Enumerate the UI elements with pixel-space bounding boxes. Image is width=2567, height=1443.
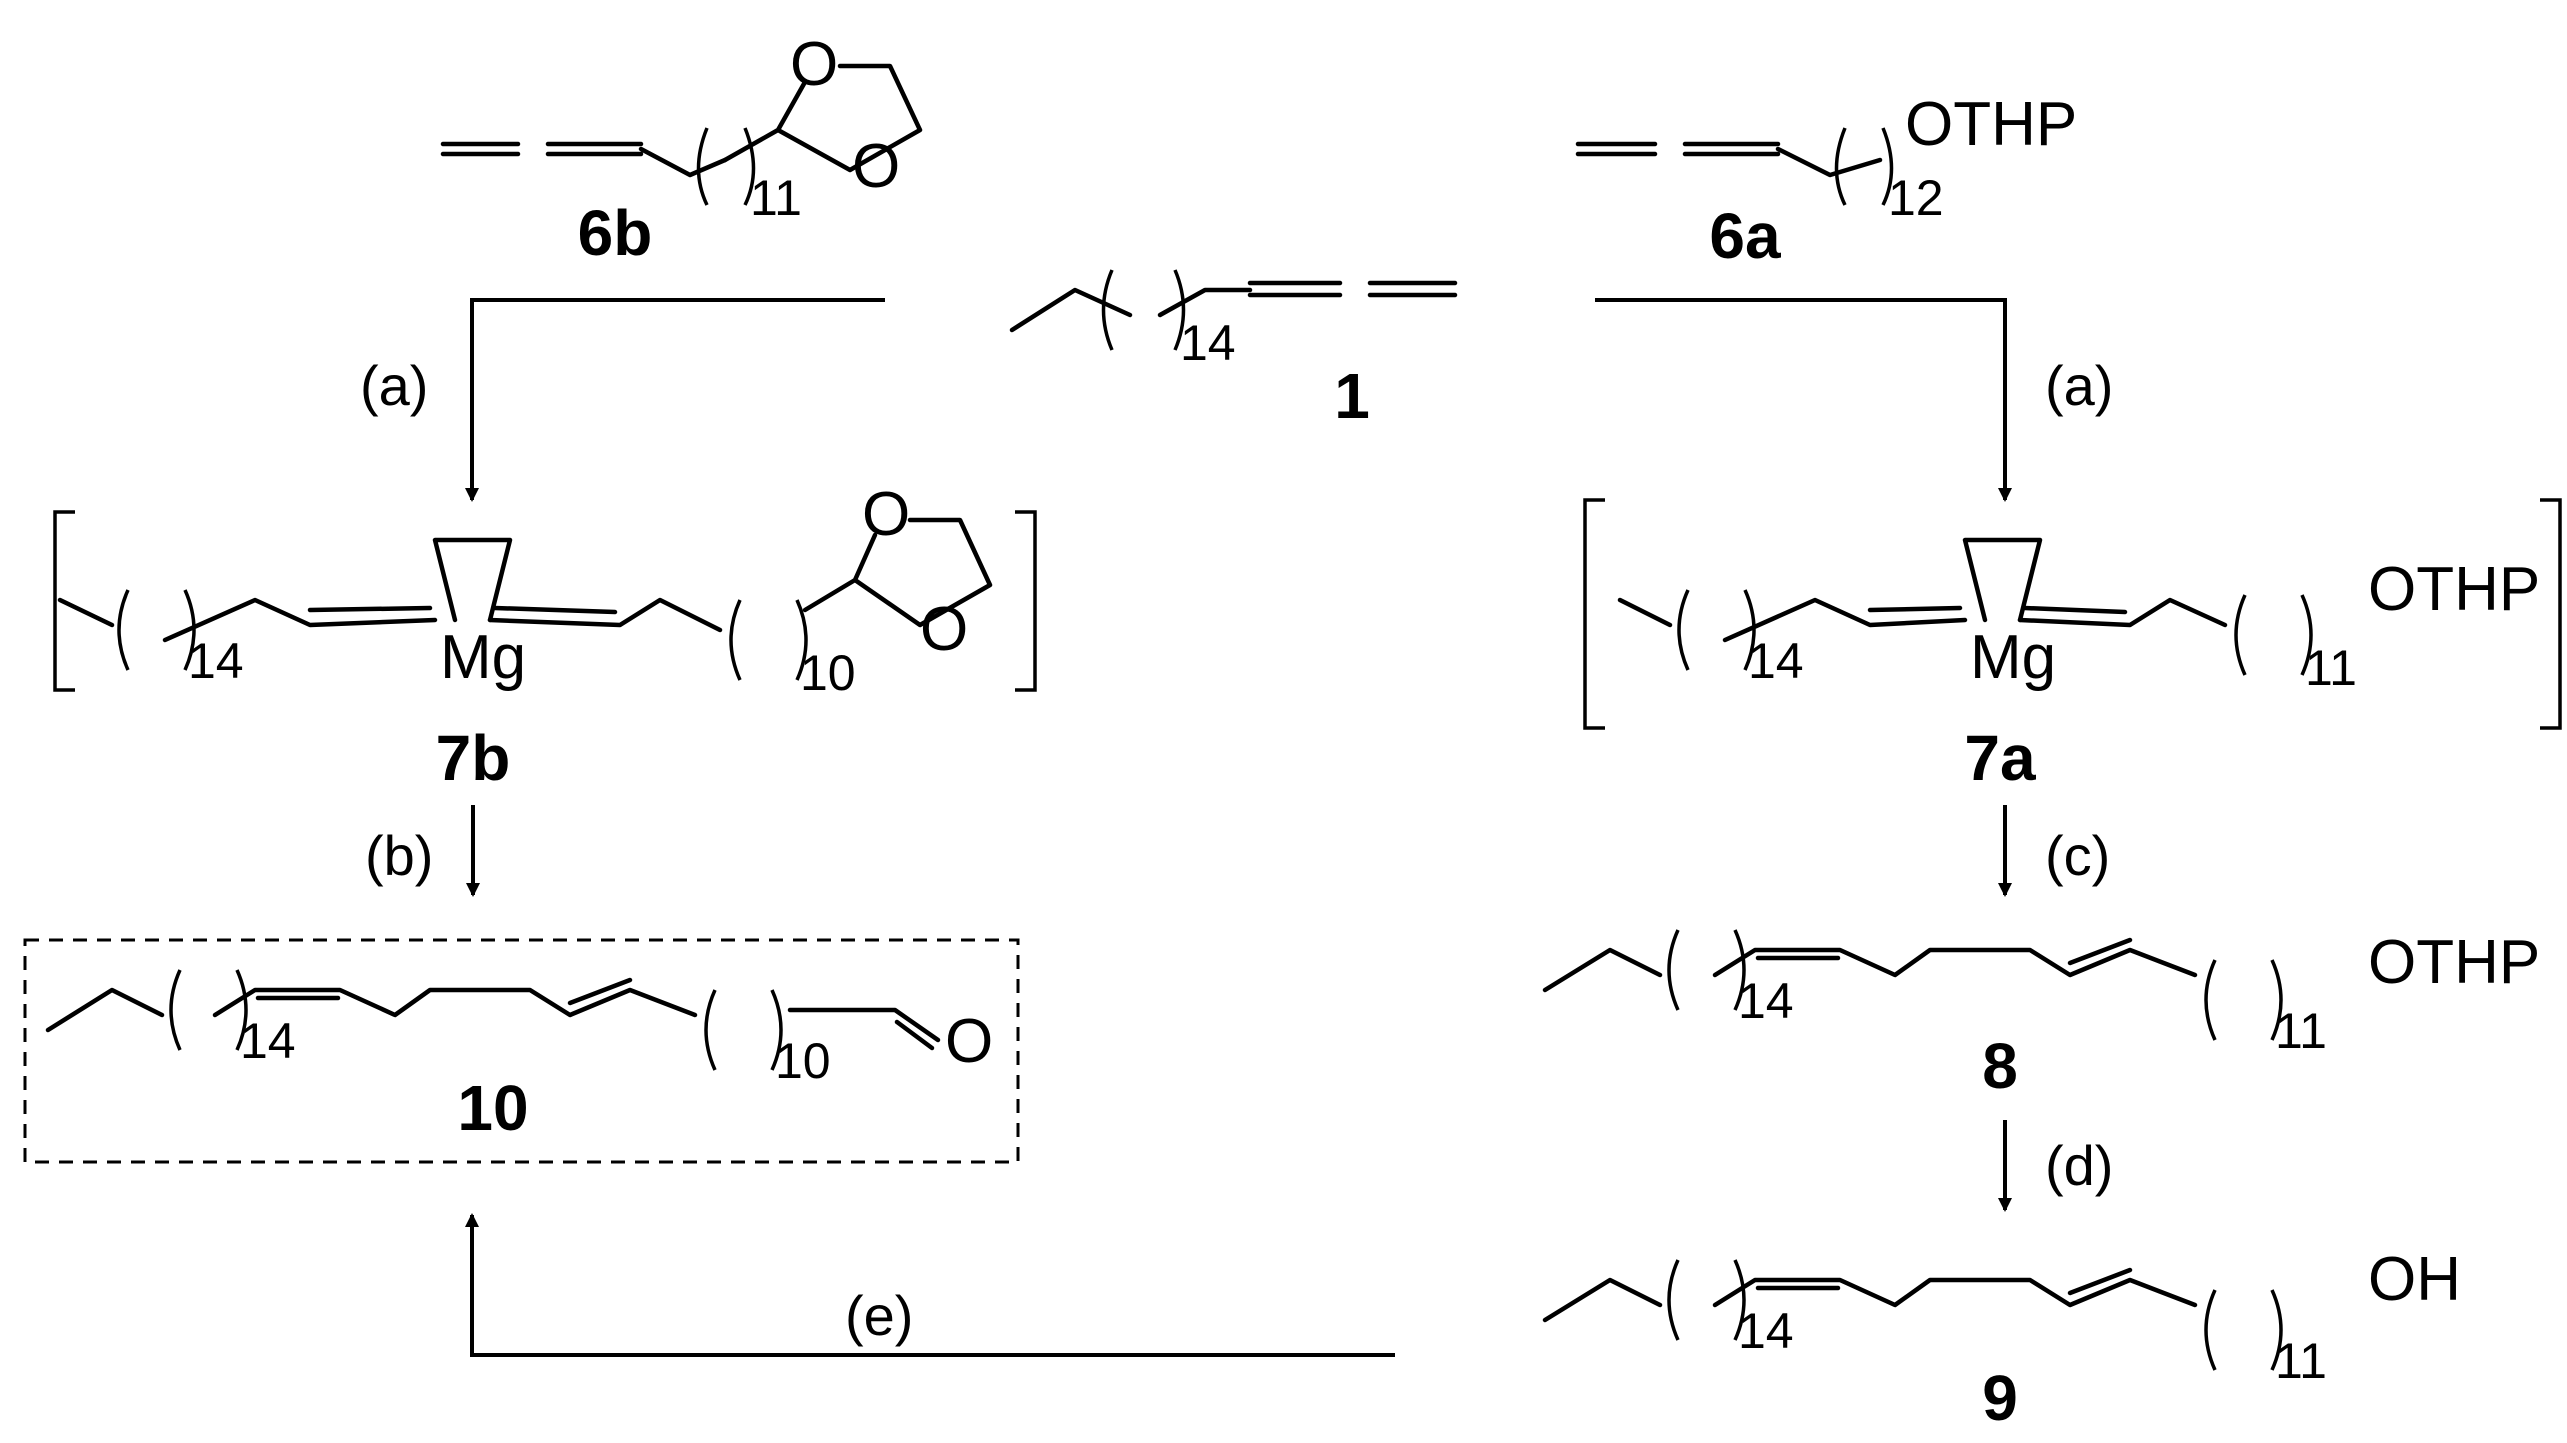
repeat-count-left-7b: 14: [188, 633, 244, 689]
repeat-parentheses-left-10: [169, 969, 248, 1051]
allene-bond-6a: [1575, 141, 1883, 178]
repeat-count-right-10: 10: [775, 1033, 831, 1089]
repeat-count-6a: 12: [1888, 170, 1944, 226]
magnesium-7a: Mg: [1970, 623, 2056, 692]
oxygen-top-6b: O: [790, 30, 838, 99]
reaction-arrow-a-right: (a): [1595, 298, 2113, 502]
allene-bond-6b: [440, 141, 728, 178]
repeat-count-right-7a: 11: [2305, 640, 2357, 696]
repeat-count-right-9: 11: [2275, 1333, 2327, 1389]
bracket-right-7b: [1015, 510, 1037, 692]
condition-b: (b): [365, 824, 433, 887]
repeat-parentheses-6a: [1834, 127, 1894, 206]
repeat-count-6b: 11: [750, 170, 802, 226]
hydroxyl-group-9: OH: [2368, 1245, 2461, 1314]
chain-left-7b: [57, 597, 438, 643]
chain-bond-1: [1009, 280, 1458, 333]
chain-left-7a: [1617, 597, 1968, 643]
repeat-parentheses-right-10: [704, 989, 783, 1071]
compound-6a: 12 OTHP 6a: [1575, 90, 2077, 272]
repeat-count-1: 14: [1180, 315, 1236, 371]
compound-label-10: 10: [457, 1072, 528, 1144]
metallacycle-7b: [432, 537, 513, 623]
dioxolane-ring-6b: [722, 63, 923, 173]
bracket-left-7a: [1583, 498, 1605, 730]
condition-e: (e): [845, 1284, 913, 1347]
metallacycle-7a: [1962, 537, 2043, 623]
repeat-parentheses-left-9: [1667, 1259, 1746, 1341]
chain-bond-9: [1542, 1267, 2198, 1323]
reaction-arrow-a-left: (a): [360, 298, 885, 502]
repeat-count-right-7b: 10: [800, 645, 856, 701]
chain-bond-10: [45, 977, 698, 1033]
chain-right-7b: [487, 597, 723, 633]
repeat-parentheses-right-7a: [2234, 594, 2313, 676]
compound-label-8: 8: [1982, 1030, 2018, 1102]
reaction-arrow-d: (d): [1998, 1120, 2113, 1212]
repeat-parentheses-left-8: [1667, 929, 1746, 1011]
compound-7b: 14 Mg 10 O O 7b: [53, 480, 1037, 794]
repeat-parentheses-right-7b: [729, 599, 808, 681]
oxygen-top-7b: O: [862, 480, 910, 549]
compound-1: 14 1: [1009, 269, 1458, 432]
othp-group-6a: OTHP: [1905, 90, 2077, 159]
othp-group-7a: OTHP: [2368, 555, 2540, 624]
aldehyde-bond-10: [787, 1007, 941, 1051]
reaction-arrow-e: (e): [465, 1213, 1395, 1357]
compound-10: 14 10 O 10: [23, 938, 1020, 1164]
repeat-count-left-8: 14: [1738, 973, 1794, 1029]
repeat-parentheses-1: [1101, 269, 1186, 351]
compound-9: 14 11 OH 9: [1542, 1245, 2461, 1434]
compound-label-1: 1: [1334, 360, 1370, 432]
reaction-arrow-b: (b): [365, 805, 480, 897]
repeat-count-left-7a: 14: [1748, 633, 1804, 689]
carbonyl-oxygen-10: O: [945, 1007, 993, 1076]
compound-label-6b: 6b: [578, 197, 653, 269]
repeat-parentheses-right-8: [2204, 959, 2283, 1041]
chain-bond-8: [1542, 937, 2198, 993]
condition-c: (c): [2045, 824, 2110, 887]
condition-a-left: (a): [360, 354, 428, 417]
repeat-parentheses-left-7a: [1677, 589, 1756, 671]
condition-d: (d): [2045, 1134, 2113, 1197]
repeat-parentheses-6b: [696, 127, 756, 206]
bracket-right-7a: [2540, 498, 2562, 730]
compound-7a: 14 Mg 11 OTHP 7a: [1583, 498, 2562, 794]
compound-label-7a: 7a: [1964, 722, 2036, 794]
compound-label-7b: 7b: [436, 722, 511, 794]
oxygen-bottom-7b: O: [920, 595, 968, 664]
compound-8: 14 11 OTHP 8: [1542, 928, 2540, 1102]
repeat-parentheses-right-9: [2204, 1289, 2283, 1371]
dioxolane-ring-7b: [802, 517, 993, 628]
repeat-count-left-10: 14: [240, 1013, 296, 1069]
repeat-parentheses-left-7b: [117, 589, 196, 671]
compound-label-9: 9: [1982, 1362, 2018, 1434]
oxygen-bottom-6b: O: [852, 132, 900, 201]
reaction-arrow-c: (c): [1998, 805, 2110, 897]
chain-right-7a: [2017, 597, 2228, 628]
magnesium-7b: Mg: [440, 623, 526, 692]
repeat-count-left-9: 14: [1738, 1303, 1794, 1359]
repeat-count-right-8: 11: [2275, 1003, 2327, 1059]
compound-label-6a: 6a: [1709, 200, 1781, 272]
othp-group-8: OTHP: [2368, 928, 2540, 997]
compound-6b: 11 O O 6b: [440, 30, 923, 269]
target-box-10: [23, 938, 1020, 1164]
condition-a-right: (a): [2045, 354, 2113, 417]
bracket-left-7b: [53, 510, 75, 692]
